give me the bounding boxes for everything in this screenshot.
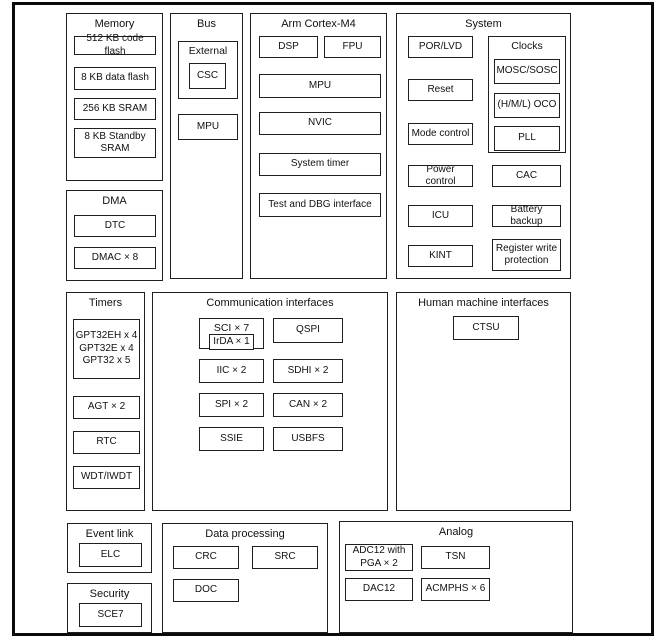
timers-block: Timers GPT32EH x 4 GPT32E x 4 GPT32 x 5 … [66, 292, 145, 511]
tsn-box: TSN [421, 546, 490, 569]
external-bus-label: External [188, 45, 228, 57]
bus-title: Bus [197, 18, 216, 30]
doc-box: DOC [173, 579, 239, 602]
mosc-sosc-box: MOSC/SOSC [494, 59, 560, 84]
human-machine-interfaces-title: Human machine interfaces [418, 297, 549, 309]
communication-interfaces-block: Communication interfaces SCI × 7 IrDA × … [152, 292, 388, 511]
analog-block: Analog ADC12 with PGA × 2 TSN DAC12 ACMP… [339, 521, 573, 633]
arm-cortex-m4-block: Arm Cortex-M4 DSP FPU MPU NVIC System ti… [250, 13, 387, 279]
ctsu-box: CTSU [453, 316, 519, 340]
dma-block: DMA DTC DMAC × 8 [66, 190, 163, 281]
can-box: CAN × 2 [273, 393, 343, 417]
src-box: SRC [252, 546, 318, 569]
kint-box: KINT [408, 245, 473, 267]
agt-box: AGT × 2 [73, 396, 140, 419]
event-link-title: Event link [85, 528, 134, 540]
fpu-box: FPU [324, 36, 381, 58]
sci-box: SCI × 7 IrDA × 1 [199, 318, 264, 350]
irda-box: IrDA × 1 [209, 334, 254, 350]
timers-title: Timers [88, 297, 123, 309]
arm-cortex-m4-title: Arm Cortex-M4 [281, 18, 356, 30]
analog-title: Analog [438, 526, 474, 538]
usbfs-box: USBFS [273, 427, 343, 451]
data-processing-block: Data processing CRC SRC DOC [162, 523, 328, 633]
rtc-box: RTC [73, 431, 140, 454]
power-control-box: Power control [408, 164, 473, 187]
dma-title: DMA [102, 195, 127, 207]
code-flash-box: 512 KB code flash [74, 33, 156, 57]
security-block: Security SCE7 [67, 583, 152, 633]
spi-box: SPI × 2 [199, 393, 264, 417]
cac-box: CAC [492, 165, 561, 187]
icu-box: ICU [408, 205, 473, 227]
external-bus-box: External CSC [178, 41, 238, 99]
standby-sram-box: 8 KB Standby SRAM [74, 128, 156, 158]
system-block: System POR/LVD Reset Mode control Power … [396, 13, 571, 279]
adc12-pga-box: ADC12 with PGA × 2 [345, 544, 413, 571]
wdt-iwdt-box: WDT/IWDT [73, 466, 140, 489]
memory-block: Memory 512 KB code flash 8 KB data flash… [66, 13, 163, 181]
system-timer-box: System timer [259, 153, 381, 176]
crc-box: CRC [173, 546, 239, 569]
oco-box: (H/M/L) OCO [494, 93, 560, 118]
dtc-box: DTC [74, 215, 156, 237]
communication-interfaces-title: Communication interfaces [206, 297, 334, 309]
clocks-subblock: Clocks MOSC/SOSC (H/M/L) OCO PLL [488, 36, 566, 153]
clocks-title: Clocks [511, 40, 543, 52]
iic-box: IIC × 2 [199, 359, 264, 383]
event-link-block: Event link ELC [67, 523, 152, 573]
csc-box: CSC [189, 63, 226, 89]
cortex-mpu-box: MPU [259, 74, 381, 98]
bus-mpu-box: MPU [178, 114, 238, 140]
data-flash-box: 8 KB data flash [74, 67, 156, 90]
sce7-box: SCE7 [79, 603, 142, 627]
data-processing-title: Data processing [205, 528, 285, 540]
bus-block: Bus External CSC MPU [170, 13, 243, 279]
pll-box: PLL [494, 126, 560, 151]
reset-box: Reset [408, 79, 473, 101]
acmphs-box: ACMPHS × 6 [421, 578, 490, 601]
battery-backup-box: Battery backup [492, 204, 561, 227]
dmac-box: DMAC × 8 [74, 247, 156, 269]
gpt-box: GPT32EH x 4 GPT32E x 4 GPT32 x 5 [73, 319, 140, 379]
dac12-box: DAC12 [345, 578, 413, 601]
system-title: System [465, 18, 502, 30]
sci-label: SCI × 7 [213, 322, 250, 334]
mode-control-box: Mode control [408, 123, 473, 145]
register-write-protection-box: Register write protection [492, 239, 561, 271]
sdhi-box: SDHI × 2 [273, 359, 343, 383]
memory-title: Memory [94, 18, 135, 30]
dsp-box: DSP [259, 36, 318, 58]
sram-box: 256 KB SRAM [74, 98, 156, 120]
security-title: Security [89, 588, 130, 600]
elc-box: ELC [79, 543, 142, 567]
nvic-box: NVIC [259, 112, 381, 135]
human-machine-interfaces-block: Human machine interfaces CTSU [396, 292, 571, 511]
ssie-box: SSIE [199, 427, 264, 451]
test-dbg-box: Test and DBG interface [259, 193, 381, 217]
por-lvd-box: POR/LVD [408, 36, 473, 58]
qspi-box: QSPI [273, 318, 343, 343]
